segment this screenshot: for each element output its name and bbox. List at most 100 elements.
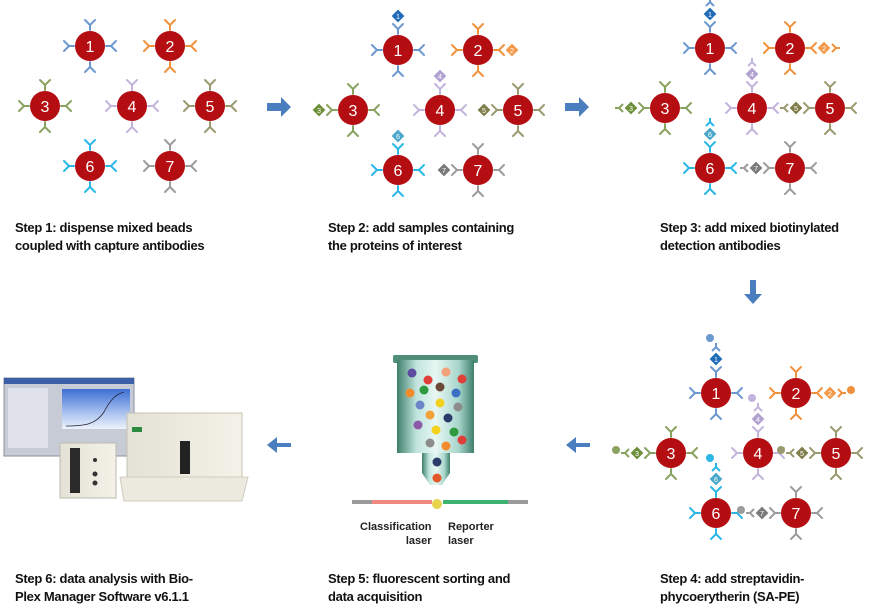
capture-antibody-icon (704, 21, 716, 33)
detection-antibody-icon (837, 388, 846, 398)
antigen-label: 5 (482, 106, 486, 115)
capture-antibody-icon (472, 185, 484, 197)
bead-body (75, 31, 105, 61)
bioplex-instrument-illustration (3, 377, 249, 502)
bead-2: 22 (451, 23, 519, 77)
bead-4: 44 (725, 58, 779, 135)
capture-antibody-icon (164, 139, 176, 151)
capture-antibody-icon (347, 125, 359, 137)
capture-antibody-icon (784, 21, 796, 33)
capture-antibody-icon (183, 100, 195, 112)
bead-number: 7 (786, 161, 795, 178)
capture-antibody-icon (830, 426, 842, 438)
antigen-icon (433, 69, 447, 83)
capture-antibody-icon (746, 81, 758, 93)
capture-antibody-icon (830, 468, 842, 480)
bead-1: 11 (683, 0, 737, 75)
capture-antibody-icon (18, 100, 30, 112)
bead-body (737, 93, 767, 123)
antigen-label: 4 (756, 415, 760, 424)
arrow-down-icon (744, 280, 762, 304)
capture-antibody-icon (665, 426, 677, 438)
bead-body (383, 35, 413, 65)
capture-antibody-icon (84, 19, 96, 31)
capture-antibody-icon (413, 44, 425, 56)
capture-antibody-icon (704, 141, 716, 153)
antigen-label: 4 (438, 72, 442, 81)
arrow-right-icon (565, 97, 589, 117)
flow-bead (405, 388, 415, 398)
bead-number: 2 (474, 43, 483, 60)
flow-bead (431, 425, 441, 435)
capture-antibody-icon (784, 183, 796, 195)
capture-antibody-icon (204, 121, 216, 133)
flow-bead (451, 388, 461, 398)
capture-antibody-icon (185, 40, 197, 52)
antigen-label: 2 (828, 389, 832, 398)
flow-bead (432, 473, 442, 483)
bead-number: 5 (206, 99, 215, 116)
window-panel (8, 388, 48, 448)
capture-antibody-icon (451, 164, 463, 176)
capture-antibody-icon (805, 162, 817, 174)
capture-antibody-icon (39, 121, 51, 133)
bead-body (383, 155, 413, 185)
interrogated-bead (432, 499, 442, 509)
bead-number: 1 (706, 41, 715, 58)
capture-antibody-icon (143, 160, 155, 172)
bead-body (463, 155, 493, 185)
classification-laser-label: Classification laser (360, 521, 432, 547)
detection-antibody-icon (711, 343, 721, 352)
capture-antibody-icon (392, 185, 404, 197)
bead-1: 11 (371, 9, 425, 77)
capture-antibody-icon (809, 447, 821, 459)
indicator (93, 458, 97, 462)
antigen-icon (391, 9, 405, 23)
capture-antibody-icon (60, 100, 72, 112)
laser-housing (352, 500, 372, 504)
capture-antibody-icon (763, 162, 775, 174)
capture-antibody-icon (686, 447, 698, 459)
capture-antibody-icon (784, 141, 796, 153)
bead-number: 4 (128, 99, 137, 116)
bead-1: 1 (63, 19, 117, 73)
capture-antibody-icon (811, 507, 823, 519)
bead-body (155, 151, 185, 181)
bead-2: 22 (763, 21, 840, 75)
capture-antibody-icon (126, 121, 138, 133)
capture-antibody-icon (725, 102, 737, 114)
capture-antibody-icon (790, 486, 802, 498)
antigen-label: 7 (442, 166, 446, 175)
bead-number: 3 (41, 99, 50, 116)
bead-4: 44 (413, 69, 467, 137)
capture-antibody-icon (659, 123, 671, 135)
bead-body (701, 498, 731, 528)
flow-bead (413, 420, 423, 430)
arrow-left-icon (267, 437, 291, 453)
step-3-caption: Step 3: add mixed biotinylated detection… (660, 220, 839, 253)
bead-number: 5 (514, 103, 523, 120)
sape-reporter-icon (777, 446, 785, 454)
capture-antibody-icon (371, 44, 383, 56)
bead-5: 5 (183, 79, 237, 133)
sape-reporter-icon (612, 446, 620, 454)
bead-number: 1 (712, 386, 721, 403)
capture-antibody-icon (84, 139, 96, 151)
detection-antibody-icon (621, 448, 630, 458)
bead-body (781, 498, 811, 528)
capture-antibody-icon (105, 160, 117, 172)
capture-antibody-icon (824, 123, 836, 135)
step-4-caption: Step 4: add streptavidin- phycoerytherin… (660, 571, 805, 604)
bead-7: 7 (143, 139, 197, 193)
bead-body (656, 438, 686, 468)
bead-body (117, 91, 147, 121)
capture-antibody-icon (659, 81, 671, 93)
bioplex-workstation (59, 442, 117, 499)
bead-body (781, 378, 811, 408)
capture-antibody-icon (451, 44, 463, 56)
laser-housing (508, 500, 528, 504)
sape-reporter-icon (737, 506, 745, 514)
detection-antibody-icon (740, 163, 749, 173)
